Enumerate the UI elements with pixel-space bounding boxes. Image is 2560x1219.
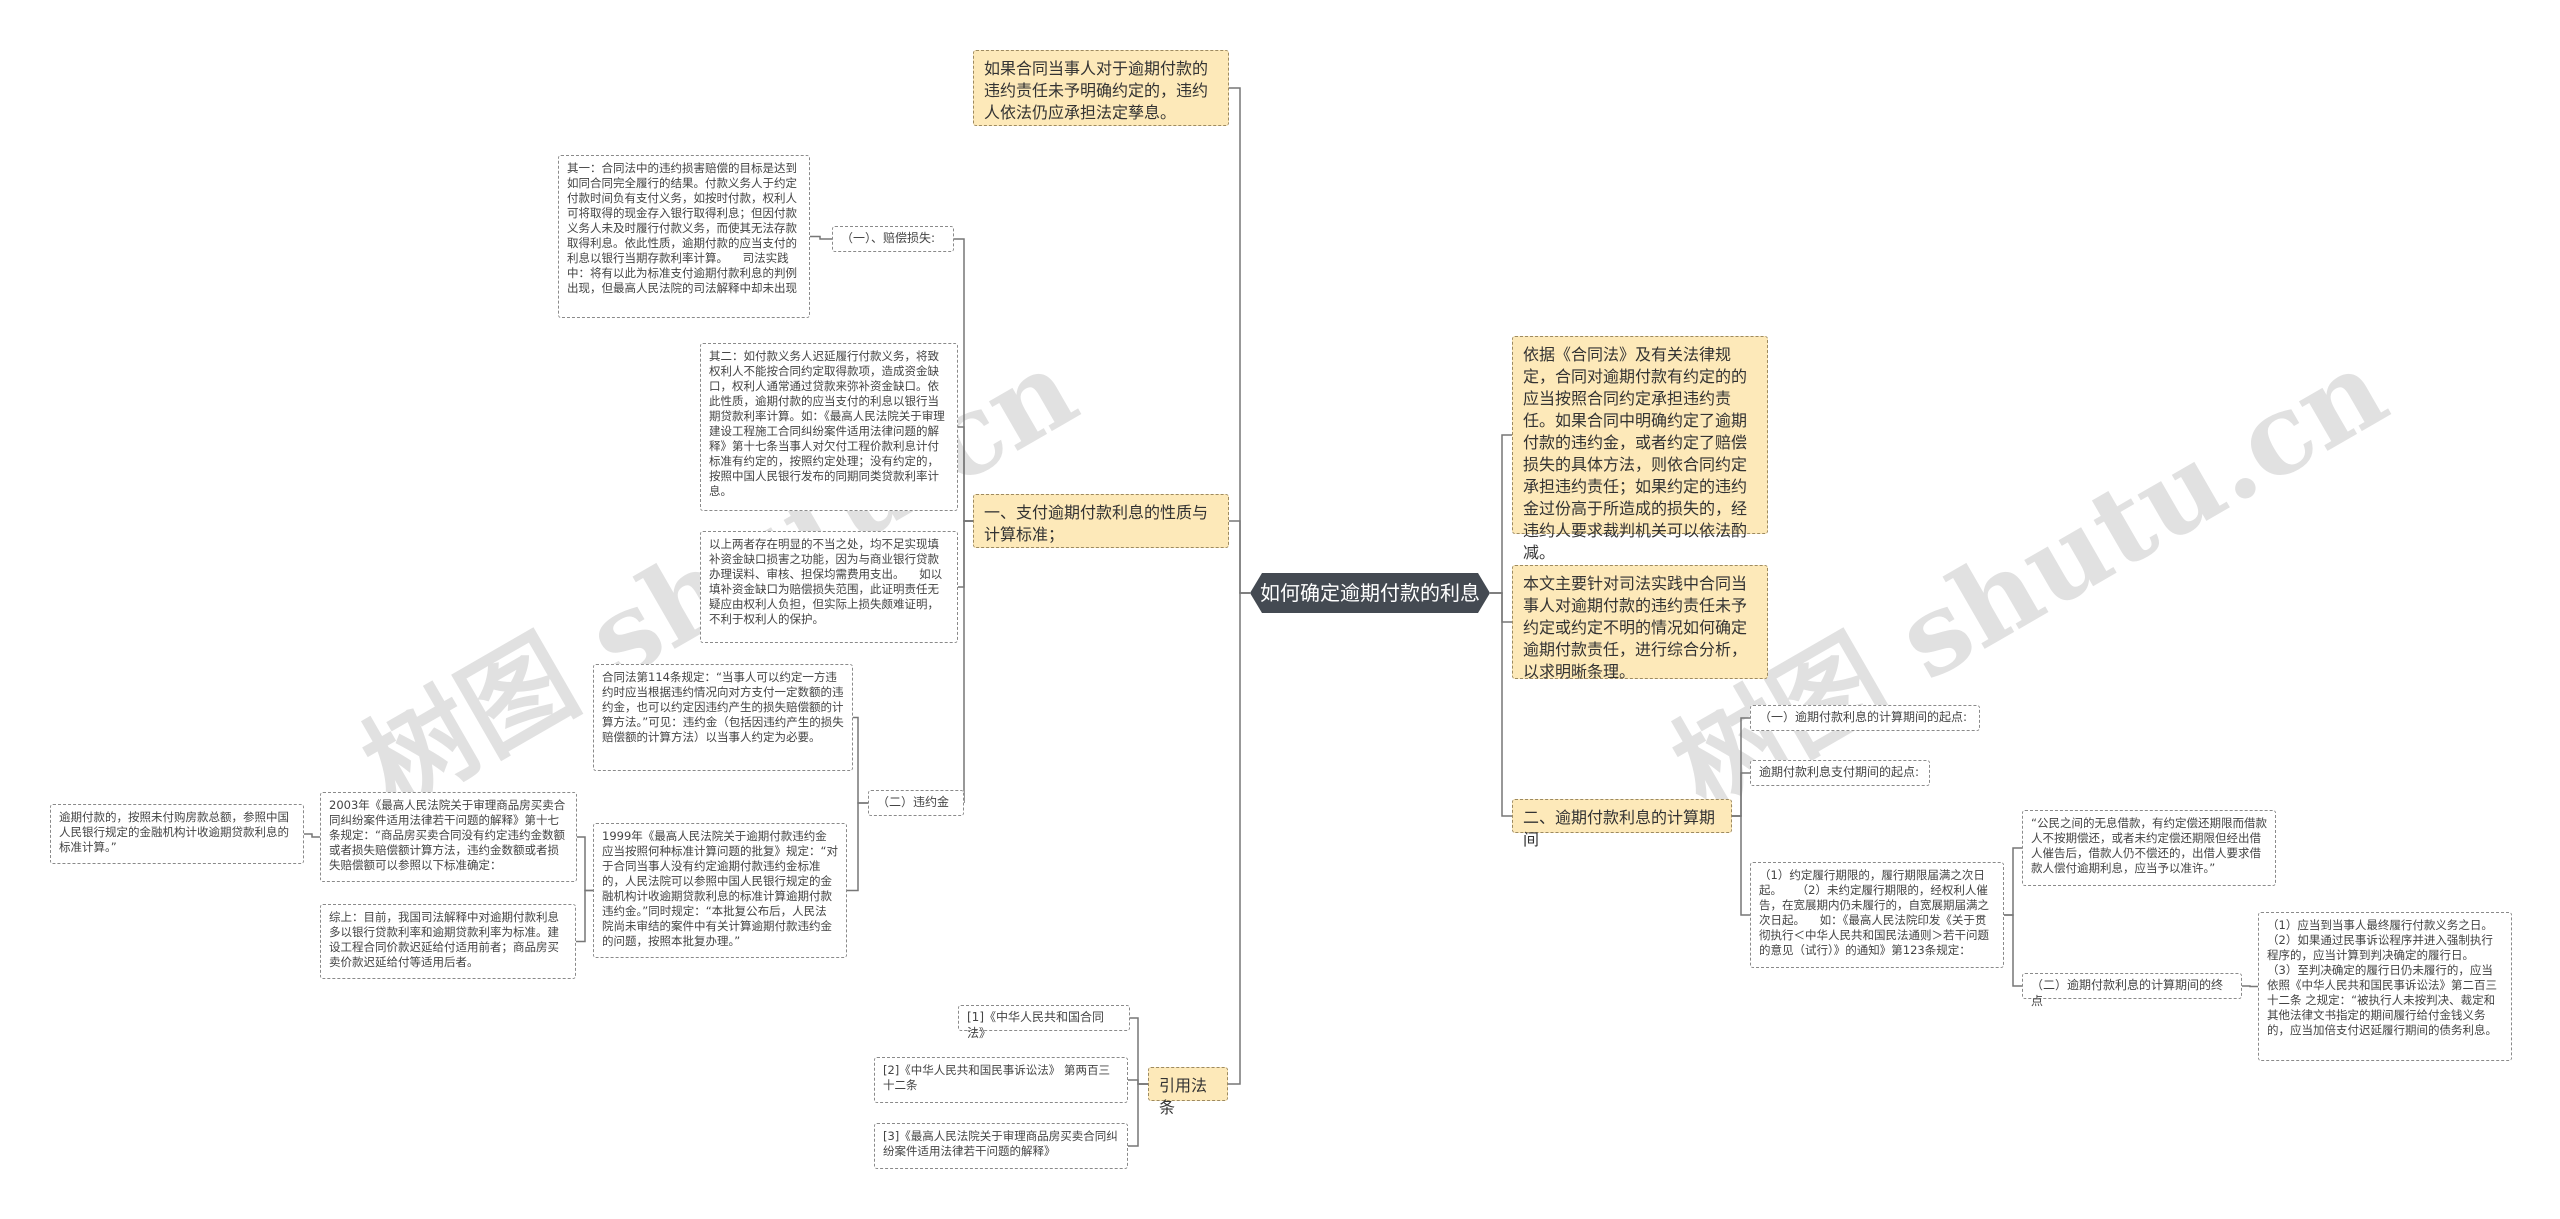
topic-cited-laws[interactable]: 引用法条 (1148, 1067, 1228, 1117)
link-root-sec2 (1490, 592, 1512, 817)
text-critique: 以上两者存在明显的不当之处，均不足实现填补资金缺口损害之功能，因为与商业银行贷款… (700, 531, 958, 643)
text-article-114: 合同法第114条规定：“当事人可以约定一方违约时应当根据违约情况向对方支付一定数… (593, 664, 853, 771)
link-sub2-t4 (853, 716, 868, 804)
text-overdue-payment-rule: 逾期付款的，按照未付购房款总额，参照中国人民银行规定的金融机构计收逾期贷款利息的… (50, 804, 304, 864)
subtopic-compensation-loss[interactable]: （一）、赔偿损失: (832, 226, 954, 252)
root-topic[interactable]: 如何确定逾期付款的利息 (1250, 573, 1490, 613)
link-refs-r1 (1130, 1017, 1148, 1085)
link-rmid-rs2 (2004, 914, 2022, 987)
link-sub1-t1 (810, 235, 832, 240)
link-rmid-rmidc (2004, 847, 2022, 916)
link-root-rnote1 (1490, 434, 1512, 594)
link-sec1-t2 (958, 426, 973, 522)
link-sec2-rs1c (1732, 772, 1750, 817)
link-t5-t7 (576, 889, 593, 943)
link-root-sec1 (1229, 520, 1250, 594)
topic-article-scope-note[interactable]: 本文主要针对司法实践中合同当事人对逾期付款的违约责任未予约定或约定不明的情况如何… (1512, 565, 1768, 681)
subtopic-liquidated-damages[interactable]: （二）违约金 (868, 790, 964, 816)
link-t5-t6 (577, 836, 593, 892)
ref-contract-law[interactable]: [1]《中华人民共和国合同法》 (958, 1005, 1130, 1040)
text-1999-reply: 1999年《最高人民法院关于逾期付款违约金应当按照何种标准计算问题的批复》规定：… (593, 823, 847, 958)
link-t6-t6c (304, 833, 320, 838)
link-sec2-rmid (1732, 815, 1750, 916)
text-first-view: 其一：合同法中的违约损害赔偿的目标是达到如同合同完全履行的结果。付款义务人于约定… (558, 155, 810, 318)
link-sec1-t3 (958, 520, 973, 588)
text-interest-free-loan-rule: “公民之间的无息借款，有约定偿还期限而借款人不按期偿还，或者未约定偿还期限但经出… (2022, 810, 2276, 886)
text-2003-interpretation: 2003年《最高人民法院关于审理商品房买卖合同纠纷案件适用法律若干问题的解释》第… (320, 792, 577, 882)
link-sec1-sub2 (963, 520, 973, 803)
text-second-view: 其二：如付款义务人迟延履行付款义务，将致权利人不能按合同约定取得款项，造成资金缺… (700, 343, 958, 511)
topic-contract-agreement-note[interactable]: 依据《合同法》及有关法律规定，合同对逾期付款有约定的的应当按照合同约定承担违约责… (1512, 336, 1768, 562)
subtopic-period-end[interactable]: （二）逾期付款利息的计算期间的终点 (2022, 973, 2242, 1008)
text-period-start-point: 逾期付款利息支付期间的起点: (1750, 760, 1930, 786)
link-rs2-rs2t (2242, 985, 2258, 988)
link-sub2-t5 (847, 802, 868, 892)
link-refs-r3 (1128, 1083, 1148, 1147)
text-end-rules: （1）应当到当事人最终履行付款义务之日。 （2）如果通过民事诉讼程序并进入强制执… (2258, 912, 2512, 1061)
topic-statutory-interest-note[interactable]: 如果合同当事人对于逾期付款的违约责任未予明确约定的，违约人依法仍应承担法定孳息。 (973, 50, 1229, 126)
topic-nature-and-standard[interactable]: 一、支付逾期付款利息的性质与计算标准； (973, 494, 1229, 548)
subtopic-period-start[interactable]: （一）逾期付款利息的计算期间的起点: (1750, 705, 1980, 731)
text-summary: 综上：目前，我国司法解释中对逾期付款利息多以银行贷款利率和逾期贷款利率为标准。建… (320, 904, 576, 979)
topic-calculation-period[interactable]: 二、逾期付款利息的计算期间 (1512, 799, 1732, 849)
text-start-rules: （1）约定履行期限的，履行期限届满之次日起。 （2）未约定履行期限的，经权利人催… (1750, 862, 2004, 968)
ref-housing-interpretation[interactable]: [3]《最高人民法院关于审理商品房买卖合同纠纷案件适用法律若干问题的解释》 (874, 1123, 1128, 1169)
link-root-topnote (1229, 87, 1250, 594)
link-root-refs (1228, 592, 1250, 1085)
ref-civil-procedure-law[interactable]: [2]《中华人民共和国民事诉讼法》 第两百三十二条 (874, 1057, 1128, 1103)
link-root-rnote2 (1490, 592, 1512, 623)
